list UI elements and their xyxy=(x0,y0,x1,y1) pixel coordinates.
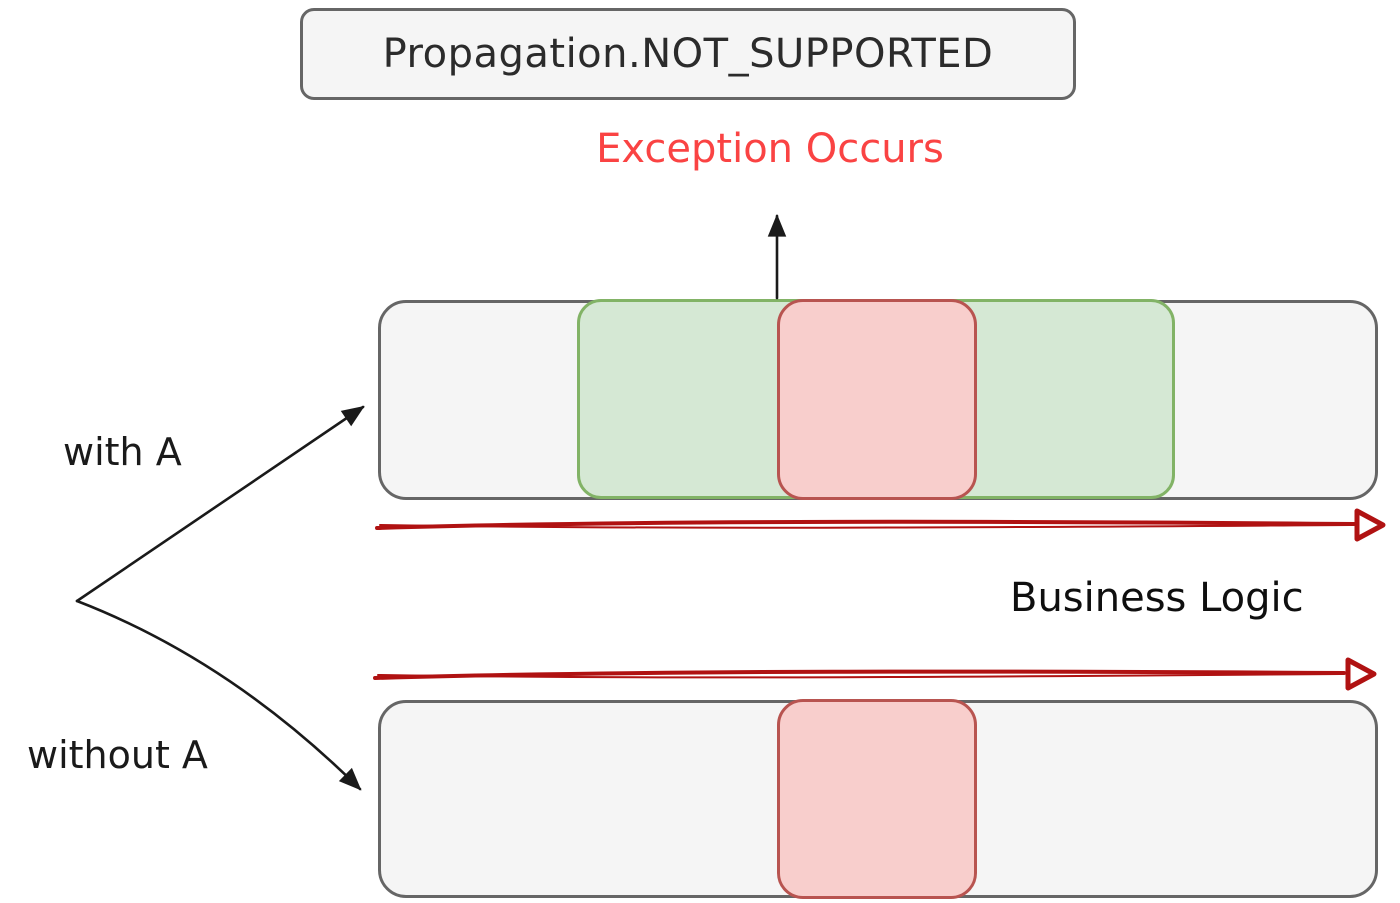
timeline-arrow-bottom-head xyxy=(1345,657,1377,691)
exception-occurs-label: Exception Occurs xyxy=(596,126,944,172)
not-supported-section-top xyxy=(777,299,977,500)
propagation-title: Propagation.NOT_SUPPORTED xyxy=(382,31,994,77)
without-a-label: without A xyxy=(27,733,208,777)
not-supported-section-bottom xyxy=(777,699,977,899)
with-a-label: with A xyxy=(63,430,182,474)
business-logic-label: Business Logic xyxy=(1010,575,1304,621)
propagation-title-box: Propagation.NOT_SUPPORTED xyxy=(300,8,1076,100)
timeline-arrow-bottom-inner xyxy=(377,673,1341,679)
timeline-arrow-top-head xyxy=(1354,508,1386,542)
timeline-arrow-top-inner xyxy=(379,524,1351,529)
timeline-arrow-top xyxy=(375,519,1356,530)
timeline-arrow-bottom xyxy=(373,669,1346,680)
